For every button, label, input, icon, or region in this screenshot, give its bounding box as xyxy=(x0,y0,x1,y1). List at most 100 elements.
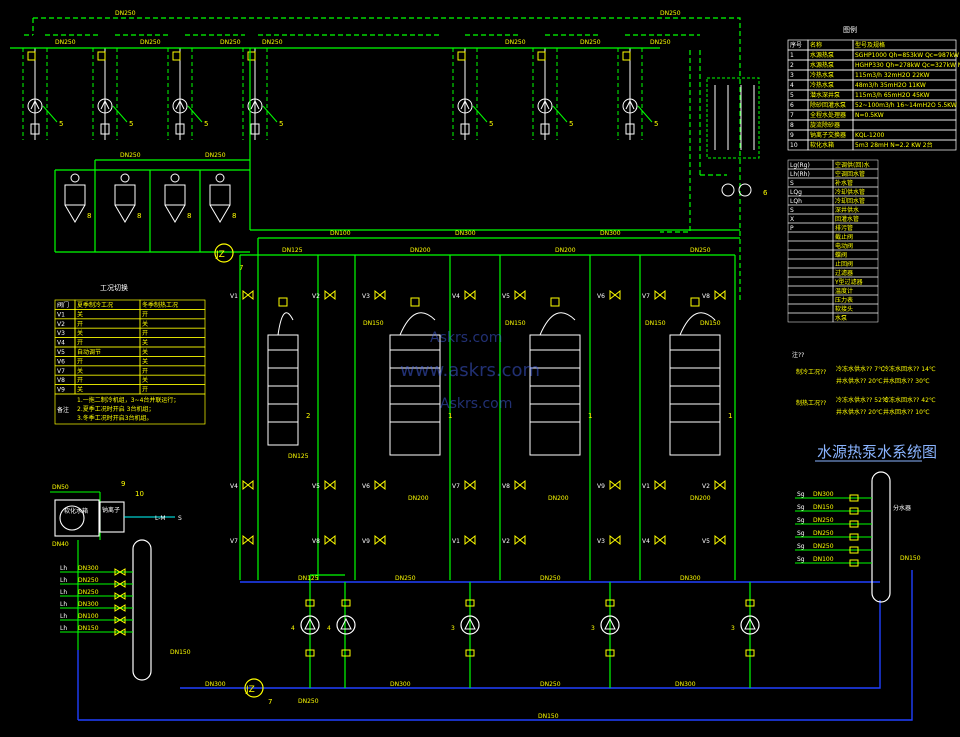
legend-cell-text: 8 xyxy=(790,122,794,129)
switch-cell-text: 关 xyxy=(77,310,83,318)
left-branch-size: DN250 xyxy=(78,577,99,584)
well-casing xyxy=(92,48,118,140)
left-branch-size: DN300 xyxy=(78,601,99,608)
well-num: 5 xyxy=(129,120,133,128)
pump-valve xyxy=(305,599,315,607)
legend-cell-text: 名称 xyxy=(810,41,822,49)
well-motor xyxy=(30,123,40,135)
pump-icon xyxy=(740,615,760,635)
filter-num: 8 xyxy=(137,212,141,220)
valve-label: V5 xyxy=(312,483,320,490)
ret-dn125: DN125 xyxy=(298,575,319,582)
hp-valve xyxy=(410,297,420,307)
valve: V5 xyxy=(702,534,726,546)
well-motor xyxy=(250,123,260,135)
legend-cell xyxy=(852,119,957,131)
switch-remarks-label: 备注 xyxy=(57,406,69,414)
switch-cell-text: V4 xyxy=(57,340,65,347)
valve-label: V7 xyxy=(452,483,460,490)
heat-pump: 2 xyxy=(267,297,310,446)
symbol-cell xyxy=(787,294,834,305)
valve: V8 xyxy=(702,289,726,301)
valve: V6 xyxy=(597,289,621,301)
filter-dn250-a: DN250 xyxy=(120,152,141,159)
legend-cell-text: 冷热水泵 xyxy=(810,81,834,89)
notes-r1d: 井水回水?? 30℃ xyxy=(883,377,930,385)
pump-valve xyxy=(605,599,615,607)
valve-body xyxy=(714,479,726,491)
softener-group xyxy=(50,491,175,650)
valve: V1 xyxy=(452,534,476,546)
valve-body xyxy=(324,479,336,491)
well-pump-unit: 5 xyxy=(92,48,133,140)
legend-cell-text: 型号及规格 xyxy=(855,41,885,49)
switch-cell xyxy=(74,374,141,385)
notes: 注?? 制冷工况?? 冷冻水供水?? 7℃ 冷冻水回水?? 14℃ 井水供水??… xyxy=(792,351,936,416)
dn250-b: DN250 xyxy=(140,39,161,46)
symbol-cell xyxy=(787,276,834,287)
pump-num: 4 xyxy=(327,625,331,632)
well-num: 5 xyxy=(59,120,63,128)
well-pump-arrow xyxy=(540,99,550,110)
switch-cell-text: V7 xyxy=(57,368,65,375)
sand-filter: 8 xyxy=(114,173,141,223)
pump-valve2 xyxy=(465,649,475,657)
valve: V2 xyxy=(502,534,526,546)
dn250-d: DN250 xyxy=(262,39,283,46)
pump-icon xyxy=(300,615,320,635)
valve-body xyxy=(609,289,621,301)
well-casing xyxy=(452,48,478,140)
well-valve xyxy=(247,51,256,61)
well-pump-unit: 5 xyxy=(242,48,283,140)
num-10: 10 xyxy=(135,490,144,498)
valve-body xyxy=(242,479,254,491)
filter-cone xyxy=(64,204,86,223)
valve-label: V8 xyxy=(312,538,320,545)
dn250-f: DN250 xyxy=(580,39,601,46)
switch-cell xyxy=(139,327,206,338)
well-motor xyxy=(625,123,635,135)
symbol-name: 水泵 xyxy=(835,314,847,322)
notes-r1a: 冷冻水供水?? 7℃ xyxy=(836,365,885,373)
s-label: S xyxy=(178,515,182,522)
symbol-cell xyxy=(787,312,834,323)
watermark-line1: Askrs.com xyxy=(430,330,502,346)
legend-cell-text: 115m3/h 32mH2O 22KW xyxy=(855,72,930,79)
header-dn100: DN100 xyxy=(330,230,351,237)
valve-label: V8 xyxy=(702,293,710,300)
valve-label: V5 xyxy=(702,538,710,545)
valve-label: V2 xyxy=(312,293,320,300)
valve: V7 xyxy=(452,479,476,491)
switch-cell-text: 关 xyxy=(142,339,148,347)
unit-dn200: DN200 xyxy=(690,495,711,502)
valve-body xyxy=(609,534,621,546)
legend-cell-text: 2 xyxy=(790,62,794,69)
valve: V6 xyxy=(362,479,386,491)
valve: V8 xyxy=(312,534,336,546)
switch-cell xyxy=(74,318,141,329)
right-branch-valve xyxy=(849,507,859,515)
header-dn200: DN200 xyxy=(410,247,431,254)
well-pump-arrow xyxy=(175,99,185,110)
well-valve xyxy=(172,51,181,61)
valve: V4 xyxy=(452,289,476,301)
pump-num: 3 xyxy=(731,625,735,632)
switch-cell xyxy=(74,337,141,348)
switch-cell-text: 开 xyxy=(77,340,83,347)
switch-cell-text: 关 xyxy=(77,329,83,337)
right-branch-valve xyxy=(849,520,859,528)
well-casing xyxy=(167,48,193,140)
symbol-name: 空调供(回)水 xyxy=(835,161,870,169)
circ-pump: 4 xyxy=(327,599,356,657)
hp-pipe xyxy=(539,312,576,336)
well-pump-icon xyxy=(172,98,188,114)
switch-cell-text: 开 xyxy=(142,368,148,375)
heat-pump: 1 xyxy=(529,297,592,456)
valve-label: V7 xyxy=(230,538,238,545)
top-dashed-main xyxy=(24,17,741,300)
well-valve xyxy=(457,51,466,61)
